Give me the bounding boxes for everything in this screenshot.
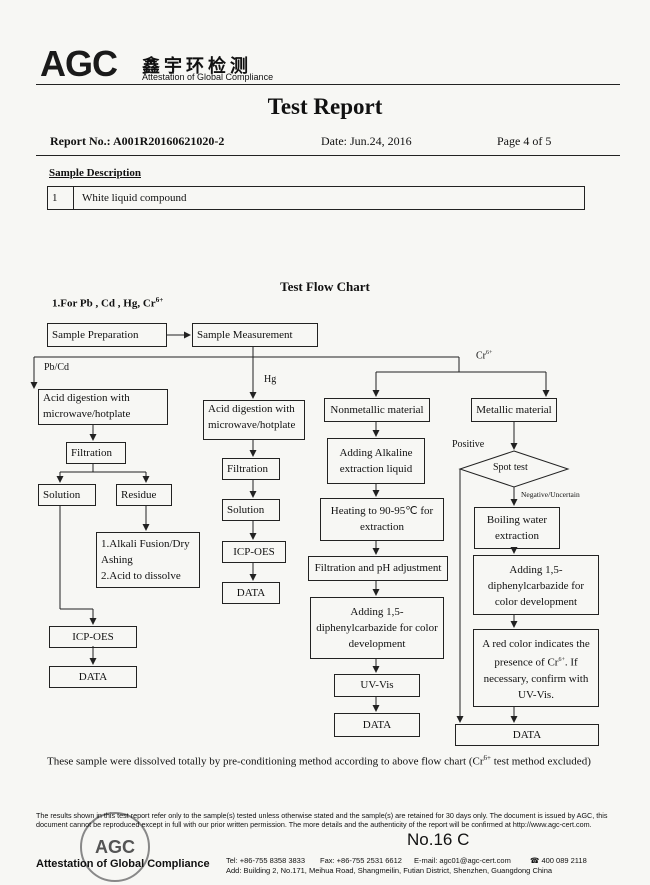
sample-number: 1 bbox=[48, 187, 74, 209]
agc-logo: AGC bbox=[40, 43, 118, 84]
uv-vis-box: UV-Vis bbox=[334, 674, 420, 697]
footer-fax: Fax: +86-755 2531 6612 bbox=[320, 856, 402, 865]
red-color-indicator-box: A red color indicates the presence of Cr… bbox=[473, 629, 599, 707]
document-number: No.16 C bbox=[407, 830, 470, 849]
pbcd-acid-digestion-box: Acid digestion with microwave/hotplate bbox=[38, 389, 168, 425]
heating-extraction-box: Heating to 90-95℃ for extraction bbox=[320, 498, 444, 541]
hg-icp-oes-box: ICP-OES bbox=[222, 541, 286, 563]
hg-data-box: DATA bbox=[222, 582, 280, 604]
nonmetal-adding-reagent-box: Adding 1,5-diphenylcarbazide for color d… bbox=[310, 597, 444, 659]
pbcd-icp-oes-box: ICP-OES bbox=[49, 626, 137, 648]
dissolution-note: These sample were dissolved totally by p… bbox=[47, 754, 591, 768]
pbcd-residue-box: Residue bbox=[116, 484, 172, 506]
logo-subtitle: Attestation of Global Compliance bbox=[142, 72, 274, 82]
sample-measurement-box: Sample Measurement bbox=[192, 323, 318, 347]
branch-label-pbcd: Pb/Cd bbox=[44, 362, 70, 373]
pbcd-solution-box: Solution bbox=[38, 484, 96, 506]
footer-address: Add: Building 2, No.171, Meihua Road, Sh… bbox=[226, 866, 553, 875]
footer-attestation: Attestation of Global Compliance bbox=[36, 858, 210, 870]
sample-description-label: Sample Description bbox=[49, 167, 141, 179]
positive-label: Positive bbox=[452, 439, 485, 450]
spot-test-label: Spot test bbox=[493, 462, 528, 473]
boiling-water-box: Boiling water extraction bbox=[474, 507, 560, 549]
metal-data-box: DATA bbox=[455, 724, 599, 746]
nonmetallic-material-box: Nonmetallic material bbox=[324, 398, 430, 422]
footer-tel: Tel: +86-755 8358 3833 bbox=[226, 856, 306, 865]
sample-preparation-box: Sample Preparation bbox=[47, 323, 167, 347]
header-rule bbox=[36, 84, 620, 85]
agc-seal-stamp: AGC bbox=[80, 812, 150, 882]
disclaimer-text: The results shown in this test report re… bbox=[36, 811, 608, 829]
logo-chinese-name: 鑫宇环检测 bbox=[142, 56, 252, 77]
flow-chart-subtitle: 1.For Pb , Cd , Hg, Cr6+ bbox=[52, 296, 164, 310]
footer-hotline: ☎ 400 089 2118 bbox=[530, 856, 587, 865]
meta-rule bbox=[36, 155, 620, 156]
negative-uncertain-label: Negative/Uncertain bbox=[521, 490, 580, 499]
metallic-material-box: Metallic material bbox=[471, 398, 557, 422]
alkali-step-2: 2.Acid to dissolve bbox=[101, 570, 181, 582]
nonmetal-data-box: DATA bbox=[334, 713, 420, 737]
pbcd-filtration-box: Filtration bbox=[66, 442, 126, 464]
hg-solution-box: Solution bbox=[222, 499, 280, 521]
page-title: Test Report bbox=[267, 94, 383, 119]
footer-email: E-mail: agc01@agc-cert.com bbox=[414, 856, 511, 865]
adding-alkaline-box: Adding Alkaline extraction liquid bbox=[327, 438, 425, 484]
report-number: Report No.: A001R20160621020-2 bbox=[50, 134, 225, 148]
branch-label-hg: Hg bbox=[264, 374, 277, 385]
hg-filtration-box: Filtration bbox=[222, 458, 280, 480]
sample-description-table: 1 White liquid compound bbox=[47, 186, 585, 210]
page-number: Page 4 of 5 bbox=[497, 134, 552, 148]
filtration-ph-box: Filtration and pH adjustment bbox=[308, 556, 448, 581]
hg-acid-digestion-box: Acid digestion with microwave/hotplate bbox=[203, 400, 305, 440]
sample-value: White liquid compound bbox=[82, 192, 187, 204]
pbcd-data-box: DATA bbox=[49, 666, 137, 688]
branch-label-cr: Cr6+ bbox=[476, 350, 493, 362]
alkali-step-1: 1.Alkali Fusion/Dry Ashing bbox=[101, 538, 190, 566]
phone-icon: ☎ bbox=[530, 856, 542, 865]
alkali-fusion-box: 1.Alkali Fusion/Dry Ashing 2.Acid to dis… bbox=[96, 532, 200, 588]
metal-adding-reagent-box: Adding 1,5- diphenylcarbazide for color … bbox=[473, 555, 599, 615]
flow-chart-title: Test Flow Chart bbox=[280, 279, 370, 294]
report-date: Date: Jun.24, 2016 bbox=[321, 134, 412, 148]
